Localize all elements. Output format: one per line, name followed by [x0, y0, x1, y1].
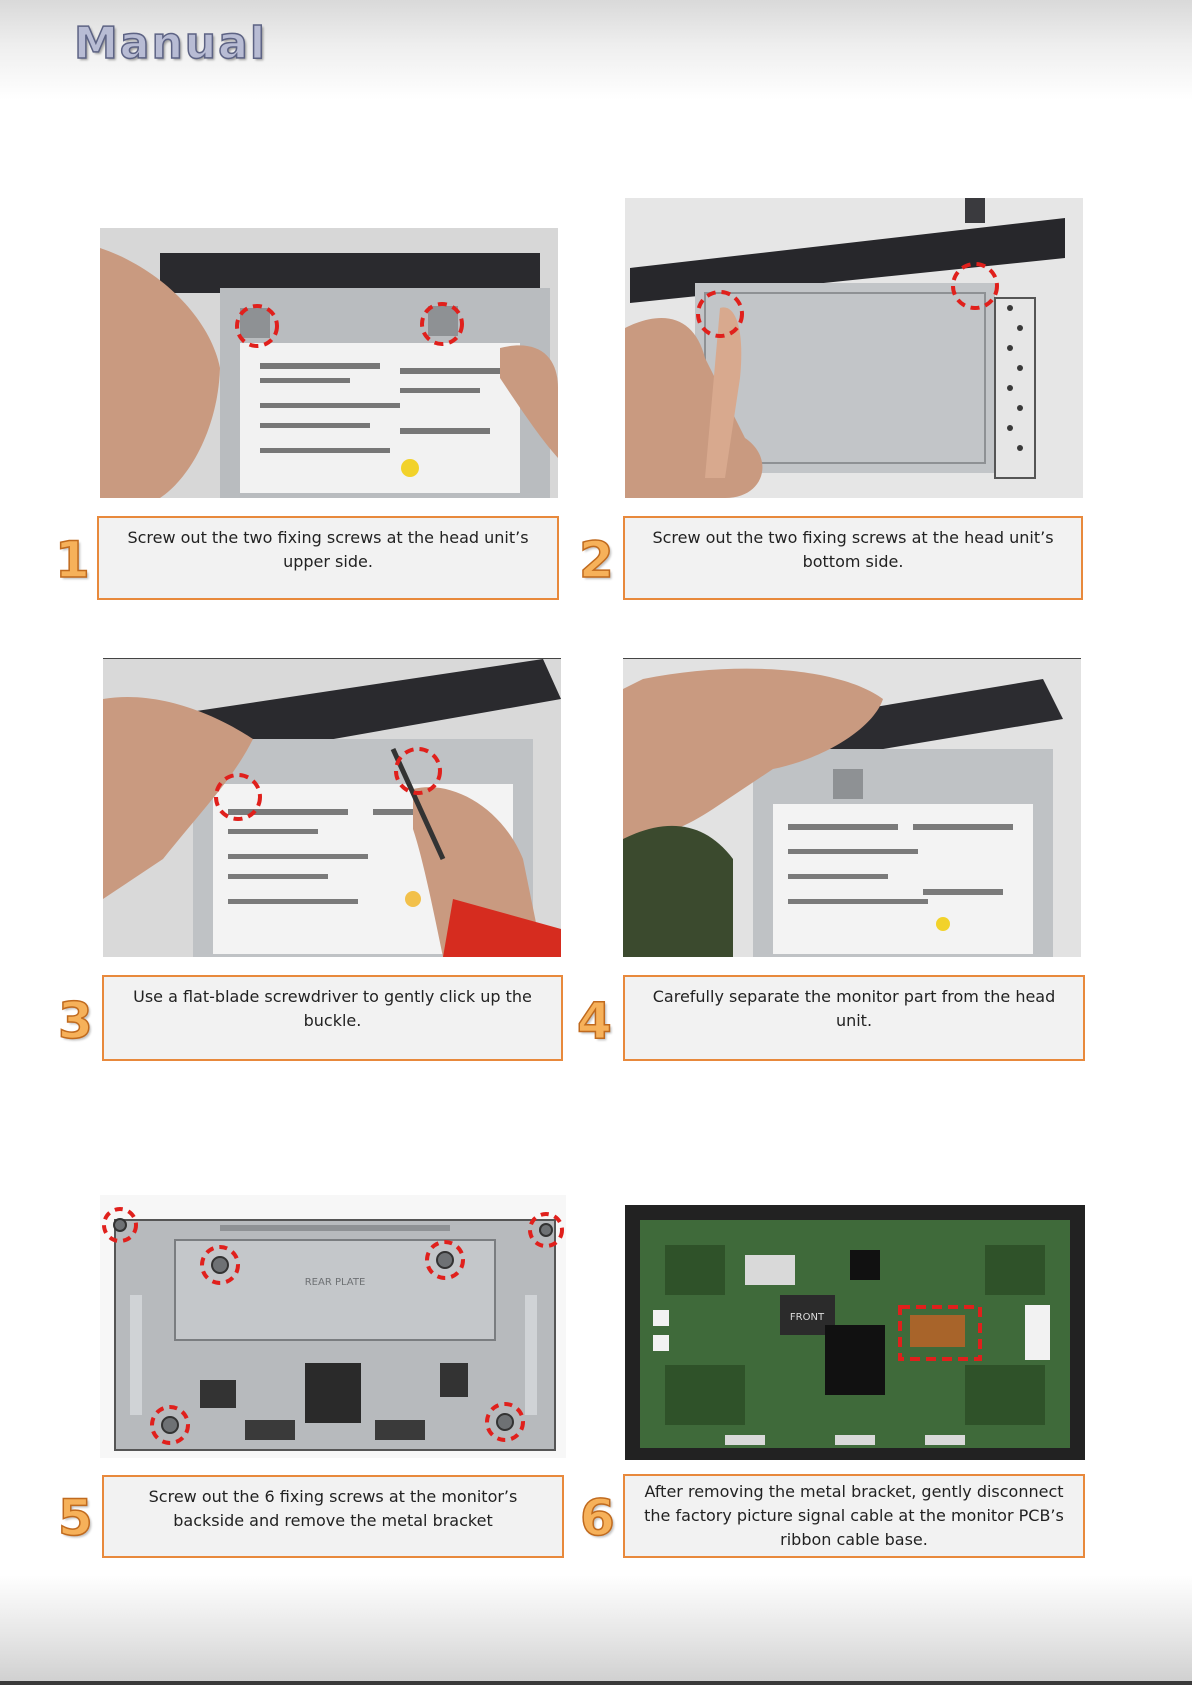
step-4-caption: Carefully separate the monitor part from… [623, 975, 1085, 1061]
step-3-top-rule [103, 658, 561, 659]
footer-line [0, 1681, 1192, 1685]
step-2-caption: Screw out the two fixing screws at the h… [623, 516, 1083, 600]
step-3-number: 3 [57, 992, 93, 1050]
step-3-caption: Use a flat-blade screwdriver to gently c… [102, 975, 563, 1061]
step-1-caption: Screw out the two fixing screws at the h… [97, 516, 559, 600]
step-1-number: 1 [54, 531, 90, 589]
step-4-top-rule [623, 658, 1081, 659]
step-3-photo [103, 659, 561, 957]
step-1-photo [100, 228, 558, 498]
step-5-caption: Screw out the 6 fixing screws at the mon… [102, 1475, 564, 1558]
step-4-photo [623, 659, 1081, 957]
footer-band [0, 1575, 1192, 1685]
step-6-photo: FRONT [605, 1165, 1103, 1477]
manual-logo: Manual [73, 18, 267, 69]
step-2-photo [625, 198, 1083, 498]
step-6-number: 6 [579, 1489, 615, 1547]
rear-plate-label: REAR PLATE [305, 1277, 366, 1288]
header-band [0, 0, 1192, 100]
step-5-number: 5 [57, 1489, 93, 1547]
step-5-photo: REAR PLATE [100, 1195, 566, 1458]
step-6-caption: After removing the metal bracket, gently… [623, 1474, 1085, 1558]
step-2-number: 2 [578, 531, 614, 589]
step-4-number: 4 [576, 992, 612, 1050]
front-label: FRONT [790, 1312, 825, 1323]
